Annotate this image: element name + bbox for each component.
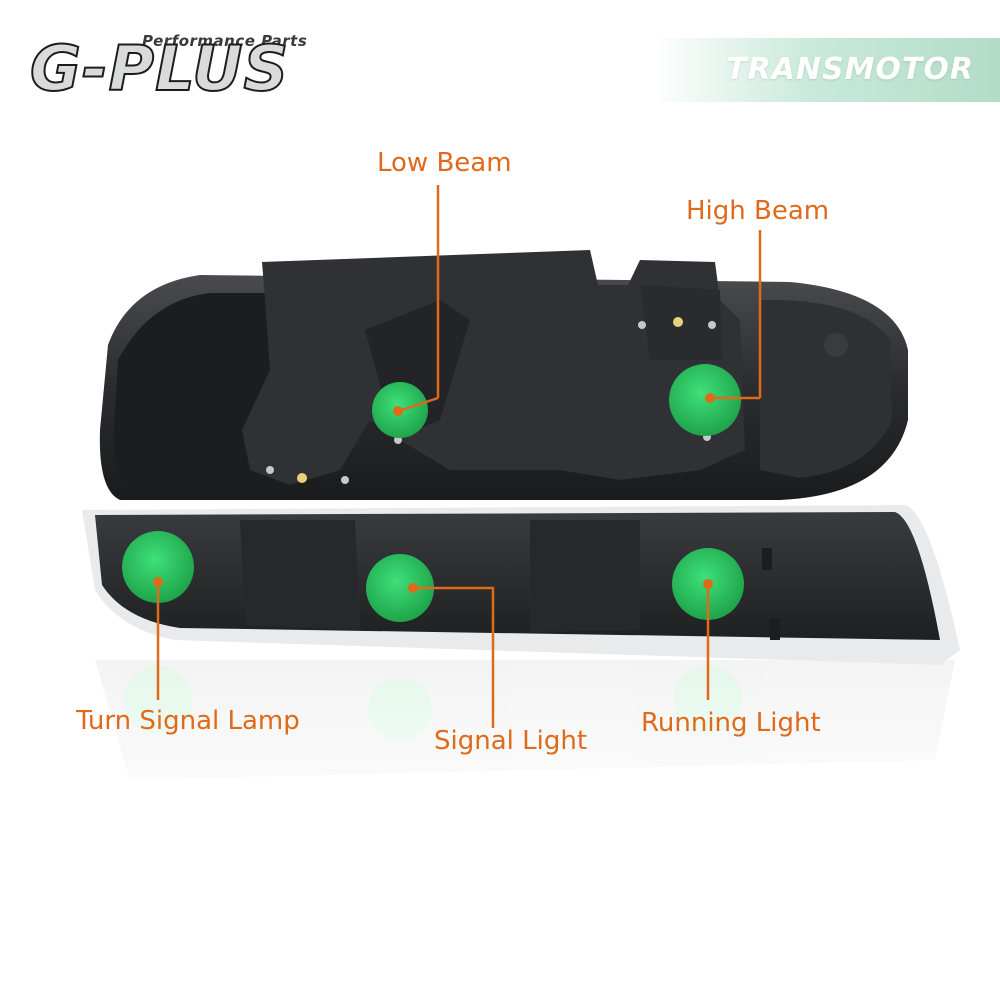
high-beam-socket [669, 364, 741, 436]
high-beam-label: High Beam [686, 196, 830, 226]
logo-wordmark: G-PLUS [29, 32, 290, 105]
signal-light-label: Signal Light [434, 726, 588, 756]
bulb-marker-icon [153, 393, 715, 593]
bumper-lamp-housing [82, 505, 960, 665]
turn-signal-socket [122, 531, 194, 603]
signal-light-socket [366, 554, 434, 622]
running-light-label: Running Light [641, 708, 821, 738]
brand-name: TRANSMOTOR [726, 52, 974, 87]
headlight-housing [99, 250, 909, 500]
gplus-logo: Performance Parts G-PLUS [29, 26, 380, 106]
turn-signal-label: Turn Signal Lamp [76, 706, 300, 736]
brand-banner: TRANSMOTOR [660, 38, 1000, 102]
logo-tagline: Performance Parts [142, 32, 308, 50]
low-beam-label: Low Beam [377, 148, 512, 178]
callout-lines [156, 185, 762, 728]
